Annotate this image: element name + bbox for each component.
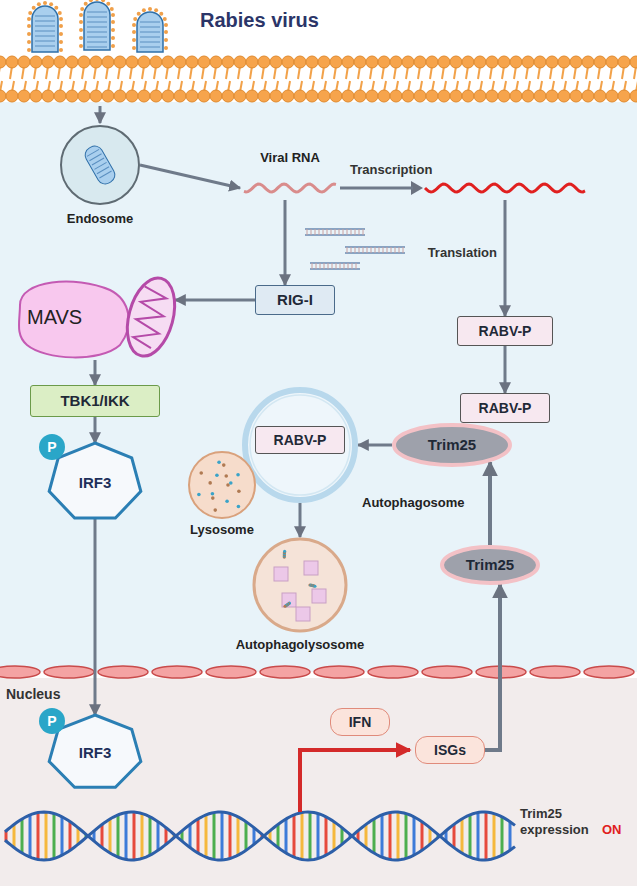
process-label: Translation bbox=[410, 245, 497, 261]
arrow-connector bbox=[488, 462, 492, 545]
note: ON bbox=[602, 822, 632, 838]
node-label: MAVS bbox=[27, 305, 107, 329]
arrow-connector bbox=[504, 346, 507, 393]
autophagolysosome: Autophagolysosome bbox=[252, 537, 348, 633]
arrow-connector bbox=[340, 188, 505, 316]
node-label: TBK1/IKK bbox=[60, 392, 129, 410]
mrna bbox=[425, 184, 585, 192]
node-label: IRF3 bbox=[79, 474, 112, 492]
node-label: ISGs bbox=[434, 742, 466, 759]
cytokine-box: IFN bbox=[330, 708, 390, 736]
arrow-connector bbox=[175, 298, 255, 301]
arrow-connector bbox=[94, 417, 97, 443]
node-label: Lysosome bbox=[172, 522, 272, 538]
node-label: RIG-I bbox=[277, 291, 313, 309]
gene-box: ISGs bbox=[415, 736, 485, 764]
cell-membrane bbox=[0, 56, 637, 102]
mitochondrion: MAVS bbox=[15, 275, 175, 360]
endosome: Endosome bbox=[60, 125, 140, 205]
expression-arrow bbox=[300, 750, 410, 812]
arrow-connector bbox=[94, 360, 97, 385]
lysosome: Lysosome bbox=[188, 451, 256, 519]
protein-box: RABV-P bbox=[460, 393, 550, 423]
process-label: Transcription bbox=[350, 162, 460, 178]
node-label: Autophagosome bbox=[362, 495, 492, 511]
shape-outline bbox=[188, 451, 256, 519]
protein-box: RABV-P bbox=[457, 316, 553, 346]
entry-arrow bbox=[99, 106, 102, 123]
node-label: RABV-P bbox=[274, 432, 327, 449]
arrow-connector bbox=[485, 584, 500, 750]
phospho-mark: P bbox=[39, 434, 65, 460]
node-label: Autophagolysosome bbox=[220, 637, 380, 653]
node-label: Trim25 bbox=[428, 436, 476, 454]
protein-box: RABV-P bbox=[255, 426, 345, 454]
dna-helix bbox=[5, 812, 515, 860]
arrow-connector bbox=[94, 519, 97, 715]
autophagosome: AutophagosomeRABV-P bbox=[242, 387, 358, 503]
receptor-box: RIG-I bbox=[255, 285, 335, 315]
dsrna-fragments bbox=[305, 229, 405, 269]
title: Rabies virus bbox=[200, 8, 319, 32]
trim25-ellipse: Trim25 bbox=[392, 423, 512, 467]
phospho-mark: P bbox=[39, 708, 65, 734]
viral-rna: Viral RNA bbox=[240, 150, 340, 200]
node-label: IRF3 bbox=[79, 744, 112, 762]
arrow-connector bbox=[284, 200, 287, 285]
arrow-connector bbox=[358, 444, 392, 447]
note: Trim25 expression bbox=[520, 806, 600, 837]
node-label: Endosome bbox=[50, 211, 150, 227]
shape-outline bbox=[252, 537, 348, 633]
compartment-label: Nucleus bbox=[6, 686, 86, 703]
node-label: RABV-P bbox=[479, 400, 532, 417]
node-label: Trim25 bbox=[466, 556, 514, 574]
shape-outline bbox=[60, 125, 140, 205]
node-label: IFN bbox=[349, 714, 372, 731]
rabies-virions bbox=[27, 0, 168, 52]
arrow-connector bbox=[299, 503, 302, 537]
node-label: RABV-P bbox=[479, 323, 532, 340]
arrow-connector bbox=[140, 165, 240, 188]
trim25-ellipse: Trim25 bbox=[440, 545, 540, 585]
node-label: Viral RNA bbox=[240, 150, 340, 166]
kinase-box: TBK1/IKK bbox=[30, 385, 160, 417]
